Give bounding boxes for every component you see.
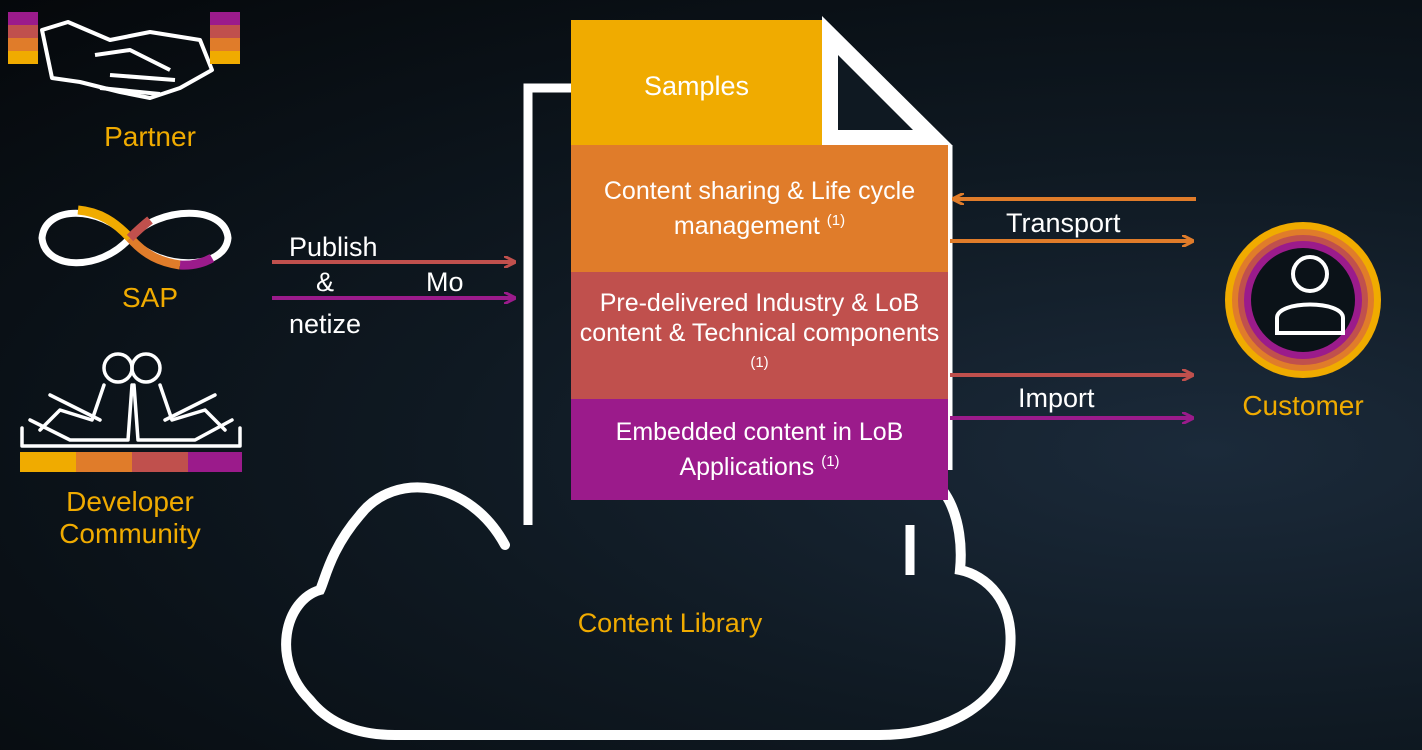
content-library-label: Content Library <box>577 608 763 638</box>
pre-delivered-band: Pre-delivered Industry & LoB content & T… <box>571 272 948 399</box>
developer-community-label: Developer Community <box>20 486 240 550</box>
sap-label: SAP <box>121 282 179 313</box>
handshake-icon <box>8 12 240 100</box>
embedded-content-note: (1) <box>821 453 840 470</box>
import-label: Import <box>1018 383 1095 413</box>
monetize-part1: Mo <box>426 267 464 297</box>
customer-label: Customer <box>1242 390 1364 421</box>
samples-label: Samples <box>643 71 750 101</box>
publish-label: Publish <box>289 232 378 262</box>
pre-delivered-label: Pre-delivered Industry & LoB content & T… <box>579 289 940 347</box>
samples-band <box>571 20 822 145</box>
developer-community-icon <box>20 352 242 472</box>
transport-label: Transport <box>1006 208 1121 238</box>
content-sharing-label: Content sharing & Life cycle management <box>603 177 916 240</box>
back-page-outline <box>523 83 953 575</box>
partner-label: Partner <box>104 121 196 152</box>
folded-corner-inner <box>838 55 913 130</box>
cloud-outline <box>281 465 1016 740</box>
developer-label-line1: Developer <box>66 486 194 517</box>
customer-icon <box>1225 222 1381 378</box>
infinity-icon <box>38 205 232 270</box>
developer-label-line2: Community <box>59 518 201 549</box>
embedded-content-band: Embedded content in LoB Applications (1) <box>571 399 948 500</box>
embedded-content-label: Embedded content in LoB Applications <box>615 418 904 481</box>
monetize-part2: netize <box>289 309 362 339</box>
content-sharing-note: (1) <box>826 212 846 229</box>
content-sharing-band: Content sharing & Life cycle management … <box>571 145 948 272</box>
publish-ampersand: & <box>316 267 335 297</box>
pre-delivered-note: (1) <box>750 354 769 371</box>
